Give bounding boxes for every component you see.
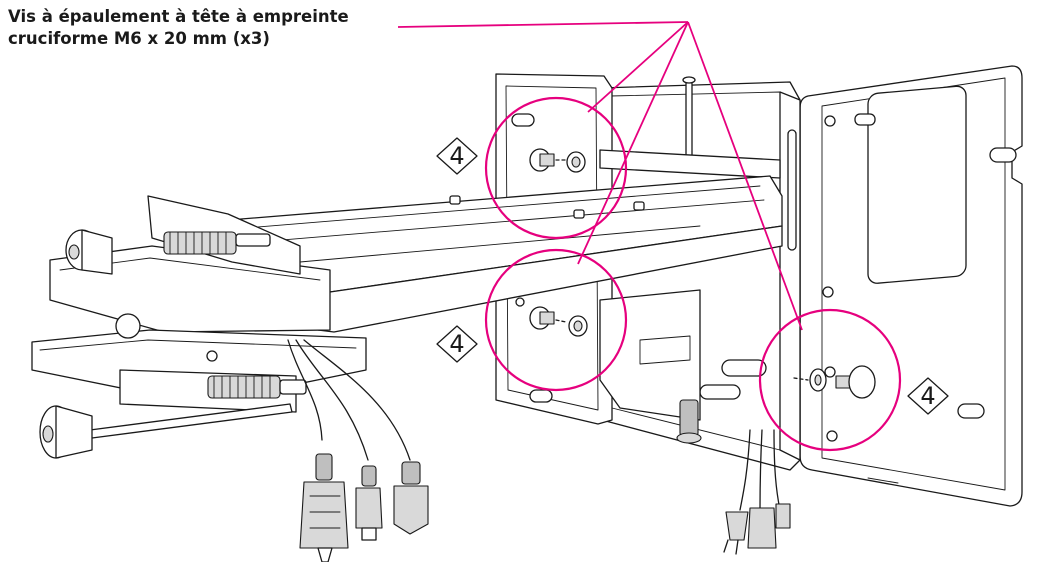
step-marker-middle: 4 [436, 325, 478, 363]
step-marker-top: 4 [436, 137, 478, 175]
vga-connector-right [747, 507, 777, 549]
vga-connector [299, 453, 349, 562]
callout-leader-lines [397, 21, 803, 331]
cables-left [287, 339, 429, 562]
step-marker-middle-label: 4 [449, 330, 464, 358]
power-plug [723, 511, 749, 555]
lower-knob [39, 403, 293, 459]
highlight-circle-right [758, 308, 902, 452]
usb-connector-right [775, 503, 791, 529]
step-marker-right-label: 4 [920, 382, 935, 410]
clamp-assembly [31, 195, 367, 459]
highlight-circle-middle [484, 248, 628, 392]
usb-connector [355, 465, 383, 541]
upper-knob [65, 229, 113, 275]
step-marker-top-label: 4 [449, 142, 464, 170]
hdmi-connector [393, 461, 429, 535]
callout-line-2: cruciforme M6 x 20 mm (x3) [8, 29, 270, 48]
screw-top-left [529, 148, 586, 173]
wall-plate [799, 65, 1023, 507]
screw-right [793, 365, 876, 399]
cables-right [723, 429, 791, 555]
callout-line-1: Vis à épaulement à tête à empreinte [8, 7, 349, 26]
screw-callout-label: Vis à épaulement à tête à empreinte cruc… [8, 6, 428, 50]
highlight-circle-top [484, 96, 628, 240]
step-marker-right: 4 [907, 377, 949, 415]
screw-middle-left [529, 306, 588, 337]
